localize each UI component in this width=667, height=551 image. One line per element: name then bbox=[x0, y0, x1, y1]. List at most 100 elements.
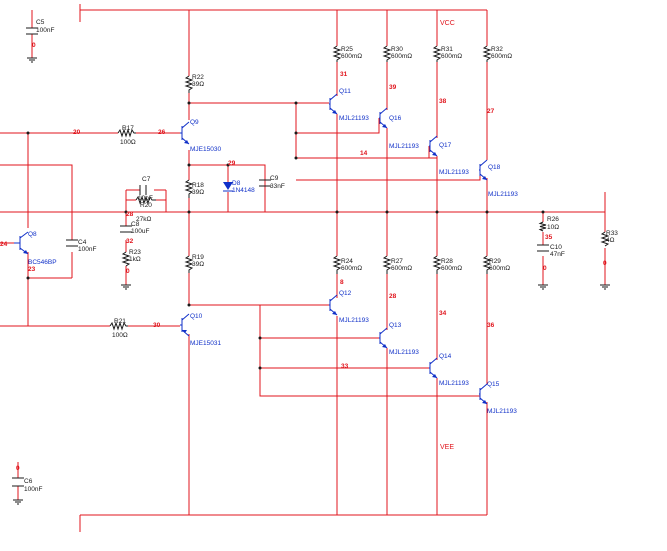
transistor-q17 bbox=[429, 135, 438, 157]
schematic-label: Q14 bbox=[439, 353, 452, 360]
schematic-label: C8 bbox=[131, 221, 140, 228]
schematic-label: 100Ω bbox=[120, 139, 136, 146]
schematic-label: 32 bbox=[126, 238, 134, 245]
schematic-label: 600mΩ bbox=[391, 265, 412, 272]
schematic-label: 10Ω bbox=[547, 224, 559, 231]
schematic-label: R20 bbox=[140, 202, 152, 209]
schematic-label: Q12 bbox=[339, 290, 352, 297]
schematic-label: R25 bbox=[341, 46, 353, 53]
schematic-label: 27 bbox=[487, 108, 495, 115]
schematic-label: 100Ω bbox=[112, 332, 128, 339]
resistor-r33 bbox=[600, 231, 610, 247]
schematic-label: BC546BP bbox=[28, 259, 57, 266]
schematic-label: 28 bbox=[389, 293, 397, 300]
schematic-label: R29 bbox=[489, 258, 501, 265]
schematic-label: Q13 bbox=[389, 322, 402, 329]
schematic-label: Q9 bbox=[190, 119, 199, 126]
capacitor-c7 bbox=[139, 185, 147, 195]
schematic-label: 23 bbox=[28, 266, 36, 273]
schematic-label: MJE15031 bbox=[190, 340, 221, 347]
schematic-label: 39Ω bbox=[192, 189, 204, 196]
resistor-r31 bbox=[432, 45, 442, 62]
resistor-r28 bbox=[432, 255, 442, 274]
transistor-q13 bbox=[379, 327, 388, 349]
schematic-label: C5 bbox=[36, 19, 45, 26]
schematic-label: C4 bbox=[78, 239, 87, 246]
schematic-label: 39 bbox=[389, 84, 397, 91]
schematic-label: 28 bbox=[126, 211, 134, 218]
schematic-label: 34 bbox=[439, 310, 447, 317]
schematic-label: R26 bbox=[547, 216, 559, 223]
schematic-label: C7 bbox=[142, 176, 151, 183]
transistor-q9 bbox=[180, 121, 190, 145]
schematic-label: 0 bbox=[126, 268, 130, 275]
schematic-label: 600mΩ bbox=[441, 53, 462, 60]
wires bbox=[0, 4, 606, 532]
schematic-label: R30 bbox=[391, 46, 403, 53]
ground-c10 bbox=[538, 284, 548, 290]
schematic-label: 600mΩ bbox=[391, 53, 412, 60]
schematic-label: R18 bbox=[192, 182, 204, 189]
schematic-label: 24 bbox=[0, 241, 8, 248]
schematic-label: 39Ω bbox=[192, 261, 204, 268]
ground-r33 bbox=[600, 284, 610, 290]
schematic-label: Q15 bbox=[487, 381, 500, 388]
schematic-label: MJL21193 bbox=[439, 169, 469, 176]
schematic-label: 26 bbox=[158, 129, 166, 136]
ground-c5 bbox=[27, 57, 37, 63]
schematic-label: 20 bbox=[73, 129, 81, 136]
resistor-r25 bbox=[332, 45, 342, 62]
schematic-label: R17 bbox=[122, 125, 134, 132]
schematic-label: C9 bbox=[270, 175, 279, 182]
schematic-label: MJE15030 bbox=[190, 146, 221, 153]
schematic-label: 29 bbox=[228, 160, 236, 167]
schematic-label: 14 bbox=[360, 150, 368, 157]
schematic-label: Q16 bbox=[389, 115, 402, 122]
schematic-label: Q18 bbox=[488, 164, 501, 171]
capacitors bbox=[12, 27, 549, 487]
schematic-label: C6 bbox=[24, 478, 33, 485]
transistors bbox=[14, 93, 488, 405]
schematic-label: C10 bbox=[550, 244, 562, 251]
schematic-label: 600mΩ bbox=[491, 53, 512, 60]
schematic-label: R28 bbox=[441, 258, 453, 265]
schematic-label: R27 bbox=[391, 258, 403, 265]
transistor-q16 bbox=[379, 107, 388, 129]
ground-r23 bbox=[121, 284, 131, 290]
capacitor-c9 bbox=[259, 179, 271, 187]
schematic-label: 36 bbox=[487, 322, 495, 329]
capacitor-c5 bbox=[26, 27, 38, 35]
resistor-r18 bbox=[184, 179, 194, 198]
resistor-r32 bbox=[482, 45, 492, 62]
schematic-label: 0 bbox=[32, 42, 36, 49]
schematic-label: 600mΩ bbox=[441, 265, 462, 272]
schematic-label: 100nF bbox=[78, 246, 96, 253]
schematic-label: 600mΩ bbox=[489, 265, 510, 272]
grounds bbox=[13, 57, 610, 505]
schematic-label: 10pF bbox=[138, 195, 153, 202]
diode-d8 bbox=[223, 182, 233, 192]
schematic-label: 31 bbox=[340, 71, 348, 78]
schematic-label: 0 bbox=[603, 260, 607, 267]
labels: VCC VEE C5 100nF 0 0 C6 100nF R25 600mΩ … bbox=[0, 19, 618, 493]
capacitor-c10 bbox=[537, 244, 549, 252]
resistor-r26 bbox=[538, 221, 547, 232]
transistor-q8 bbox=[14, 231, 29, 255]
schematic-label: R21 bbox=[114, 318, 126, 325]
resistor-r22 bbox=[184, 75, 194, 93]
schematic-label: Q10 bbox=[190, 313, 203, 320]
schematic-label: MJL21193 bbox=[389, 349, 419, 356]
capacitor-c4 bbox=[66, 239, 78, 247]
schematic-label: 1kΩ bbox=[129, 256, 141, 263]
transistor-q12 bbox=[329, 294, 338, 316]
schematic-label: MJL21193 bbox=[488, 191, 518, 198]
schematic-label: 8 bbox=[340, 279, 344, 286]
transistor-q15 bbox=[479, 383, 488, 405]
transistor-q10 bbox=[180, 313, 190, 337]
schematic-label: 27kΩ bbox=[136, 216, 151, 223]
junction-dots bbox=[26, 101, 545, 370]
ground-c6 bbox=[13, 499, 23, 505]
schematic-label: R33 bbox=[606, 230, 618, 237]
capacitor-c8 bbox=[120, 225, 132, 233]
